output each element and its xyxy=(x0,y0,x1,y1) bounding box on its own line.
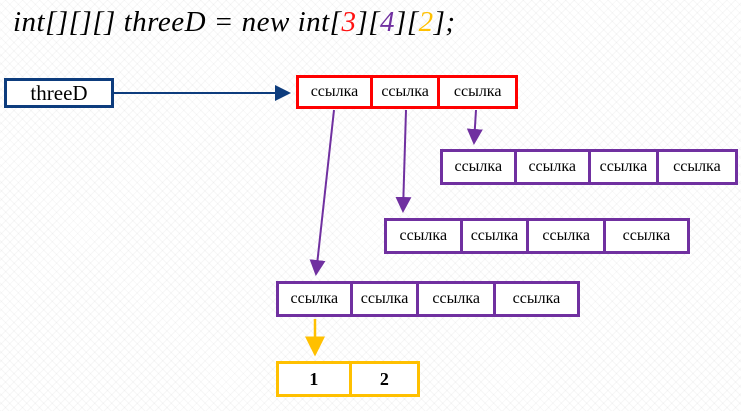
array-cell: ссылка xyxy=(352,284,420,314)
code-index-4: 4 xyxy=(380,6,396,38)
array-cell: ссылка xyxy=(590,152,659,182)
arrow-dim1cell3-to-dim2top xyxy=(466,109,483,145)
code-segment: ]; xyxy=(433,6,456,38)
array-cell: ссылка xyxy=(279,284,353,314)
arrow-dim1cell1-to-dim2bottom xyxy=(309,109,335,276)
variable-label: threeD xyxy=(30,80,88,105)
code-index-3: 3 xyxy=(341,6,357,38)
array-cell: ссылка xyxy=(495,284,577,314)
array-cell: ссылка xyxy=(419,284,496,314)
array-cell: 2 xyxy=(351,364,417,394)
int-array-dim3: 1 2 xyxy=(276,361,420,397)
array-cell: ссылка xyxy=(372,78,441,106)
reference-array-dim2-middle: ссылка ссылка ссылка ссылка xyxy=(384,218,690,254)
array-cell: ссылка xyxy=(529,221,606,251)
array-cell: ссылка xyxy=(658,152,736,182)
array-cell: ссылка xyxy=(387,221,463,251)
reference-array-dim2-bottom: ссылка ссылка ссылка ссылка xyxy=(276,281,580,317)
array-cell: ссылка xyxy=(299,78,373,106)
code-segment: ][ xyxy=(395,6,419,38)
variable-box-threeD: threeD xyxy=(4,78,114,108)
array-cell: ссылка xyxy=(605,221,687,251)
reference-array-dim1: ссылка ссылка ссылка xyxy=(296,75,518,109)
code-index-2: 2 xyxy=(418,6,434,38)
reference-array-dim2-top: ссылка ссылка ссылка ссылка xyxy=(440,149,738,185)
array-cell: 1 xyxy=(279,364,352,394)
array-cell: ссылка xyxy=(440,78,516,106)
arrow-dim1cell2-to-dim2middle xyxy=(395,109,412,213)
code-segment: int[][][] threeD = new int[ xyxy=(13,6,342,38)
array-cell: ссылка xyxy=(443,152,517,182)
array-cell: ссылка xyxy=(462,221,530,251)
code-title: int[][][] threeD = new int[3][4][2]; xyxy=(13,6,456,39)
array-cell: ссылка xyxy=(516,152,591,182)
code-segment: ][ xyxy=(356,6,381,38)
